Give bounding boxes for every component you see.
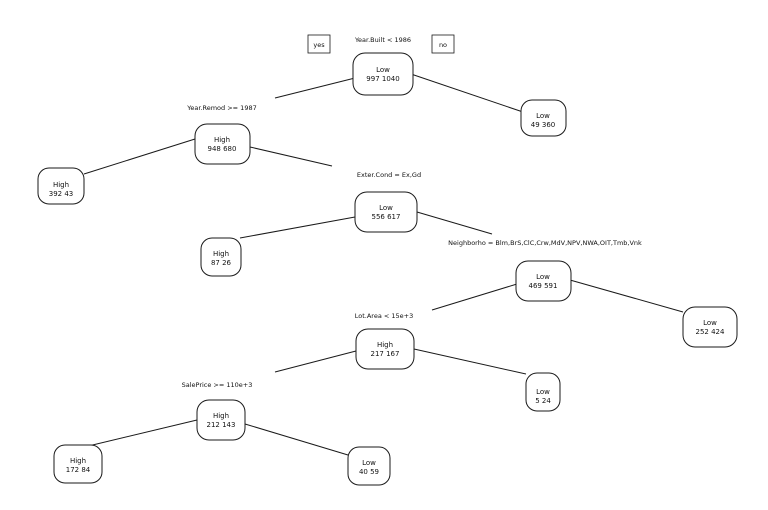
legend-no-label: no — [439, 41, 447, 49]
node-6-class: High — [213, 250, 229, 258]
node-9: Low 252 424 — [682, 306, 738, 348]
split-label-6: SalePrice >= 110e+3 — [182, 381, 253, 389]
node-2-class: High — [214, 136, 230, 144]
node-1: Low 997 1040 — [352, 52, 414, 96]
legend-no-box — [431, 34, 455, 54]
edge-n5-n6 — [239, 216, 356, 239]
node-5: Low 556 617 — [354, 191, 418, 233]
edge-n8-n11 — [274, 350, 357, 373]
node-3-class: Low — [536, 112, 550, 120]
tree-edges — [79, 73, 684, 456]
node-8-class: High — [377, 341, 393, 349]
edge-n1-n2 — [274, 77, 356, 99]
node-12: High 172 84 — [53, 444, 103, 484]
legend: yes no — [307, 34, 455, 54]
edge-n2-n5 — [249, 146, 333, 167]
edge-n5-n7 — [416, 211, 493, 235]
node-13: Low 40 59 — [347, 446, 391, 486]
node-3: Low 49 360 — [520, 99, 567, 137]
node-1-counts: 997 1040 — [366, 75, 399, 83]
node-13-class: Low — [362, 459, 376, 467]
node-2-counts: 948 680 — [208, 145, 237, 153]
node-10-counts: 5 24 — [535, 397, 551, 405]
node-2: High 948 680 — [194, 123, 251, 165]
node-4-class: High — [53, 181, 69, 189]
edge-n7-n9 — [569, 279, 684, 313]
tree-nodes: Low 997 1040 High 948 680 Low 49 360 Hig… — [37, 52, 738, 486]
node-9-counts: 252 424 — [696, 328, 725, 336]
node-6: High 87 26 — [200, 237, 242, 277]
node-3-counts: 49 360 — [531, 121, 556, 129]
node-5-counts: 556 617 — [372, 213, 401, 221]
node-7: Low 469 591 — [515, 260, 572, 302]
node-7-counts: 469 591 — [529, 282, 558, 290]
node-11-class: High — [213, 412, 229, 420]
legend-yes-box — [307, 34, 331, 54]
edge-n11-n12 — [79, 419, 198, 449]
node-8-counts: 217 167 — [371, 350, 400, 358]
node-9-class: Low — [703, 319, 717, 327]
node-10-class: Low — [536, 388, 550, 396]
node-7-class: Low — [536, 273, 550, 281]
split-label-5: Lot.Area < 15e+3 — [355, 312, 414, 320]
node-12-class: High — [70, 457, 86, 465]
node-6-counts: 87 26 — [211, 259, 232, 267]
edge-n2-n4 — [83, 138, 196, 175]
node-8: High 217 167 — [355, 328, 415, 370]
split-label-4: Neighborho = Blm,BrS,ClC,Crw,MdV,NPV,NWA… — [448, 239, 642, 247]
node-1-class: Low — [376, 66, 390, 74]
node-12-counts: 172 84 — [66, 466, 91, 474]
split-labels: Year.Built < 1986 Year.Remod >= 1987 Ext… — [182, 36, 642, 389]
split-label-1: Year.Built < 1986 — [354, 36, 411, 44]
node-10: Low 5 24 — [525, 372, 561, 412]
node-4: High 392 43 — [37, 167, 85, 205]
edge-n8-n10 — [413, 348, 527, 375]
node-4-counts: 392 43 — [49, 190, 74, 198]
node-5-class: Low — [379, 204, 393, 212]
edge-n11-n13 — [244, 423, 349, 456]
split-label-2: Year.Remod >= 1987 — [186, 104, 256, 112]
edge-n1-n3 — [410, 73, 524, 113]
node-13-counts: 40 59 — [359, 468, 379, 476]
node-11: High 212 143 — [196, 399, 246, 441]
split-label-3: Exter.Cond = Ex,Gd — [357, 171, 421, 179]
legend-yes-label: yes — [313, 41, 325, 49]
edge-n7-n8 — [431, 283, 518, 311]
node-11-counts: 212 143 — [207, 421, 236, 429]
